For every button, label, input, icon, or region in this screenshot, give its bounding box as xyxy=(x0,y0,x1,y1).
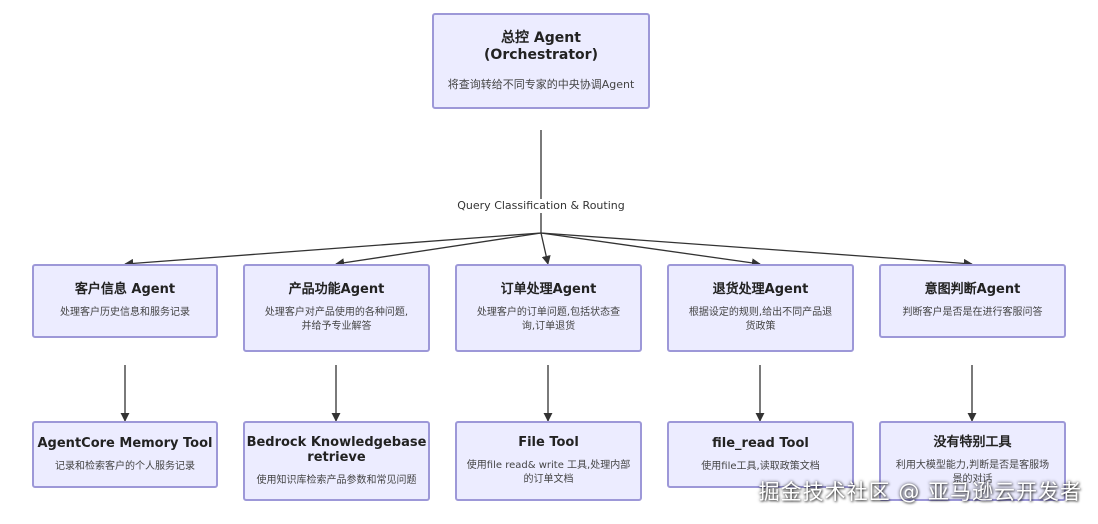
tool-desc: 记录和检索客户的个人服务记录 xyxy=(55,460,195,472)
routing-edge-label: Query Classification & Routing xyxy=(440,199,642,213)
orchestrator-desc: 将查询转给不同专家的中央协调Agent xyxy=(447,78,635,91)
agent-desc: 处理客户对产品使用的各种问题, 并给予专业解答 xyxy=(264,307,409,332)
tool-desc: 使用知识库检索产品参数和常见问题 xyxy=(256,474,417,486)
agent-title: 订单处理Agent xyxy=(500,282,597,297)
agent-node-customer-info: 客户信息 Agent 处理客户历史信息和服务记录 xyxy=(32,264,218,338)
tool-title: Bedrock Knowledgebase retrieve xyxy=(246,434,427,465)
routing-arrow-0 xyxy=(124,232,542,268)
tool-title: file_read Tool xyxy=(712,435,809,451)
agent-title: 产品功能Agent xyxy=(288,282,385,297)
agent-title: 退货处理Agent xyxy=(712,282,809,297)
routing-arrow-2 xyxy=(540,232,551,265)
agent-node-order: 订单处理Agent 处理客户的订单问题,包括状态查 询,订单退货 xyxy=(455,264,642,352)
routing-arrow-3 xyxy=(540,232,761,268)
agent-desc: 处理客户历史信息和服务记录 xyxy=(60,307,190,318)
tool-node-file-read: file_read Tool 使用file工具,读取政策文档 xyxy=(667,421,854,488)
orchestrator-title: 总控 Agent (Orchestrator) xyxy=(484,30,598,63)
tool-node-knowledgebase: Bedrock Knowledgebase retrieve 使用知识库检索产品… xyxy=(243,421,430,501)
routing-arrow-4 xyxy=(540,232,973,268)
tool-desc: 使用file read& write 工具,处理内部 的订单文档 xyxy=(466,460,631,485)
tool-desc: 利用大模型能力,判断是否是客服场 景的对话 xyxy=(895,460,1050,485)
tool-node-memory: AgentCore Memory Tool 记录和检索客户的个人服务记录 xyxy=(32,421,218,488)
routing-arrow-1 xyxy=(335,232,542,268)
agent-title: 意图判断Agent xyxy=(924,282,1021,297)
tool-title: 没有特别工具 xyxy=(933,435,1012,450)
tool-node-none: 没有特别工具 利用大模型能力,判断是否是客服场 景的对话 xyxy=(879,421,1066,501)
agent-node-product: 产品功能Agent 处理客户对产品使用的各种问题, 并给予专业解答 xyxy=(243,264,430,352)
tool-node-file: File Tool 使用file read& write 工具,处理内部 的订单… xyxy=(455,421,642,501)
tool-title: File Tool xyxy=(518,435,579,450)
agent-node-returns: 退货处理Agent 根据设定的规则,给出不同产品退 货政策 xyxy=(667,264,854,352)
tool-desc: 使用file工具,读取政策文档 xyxy=(701,460,820,472)
tool-title: AgentCore Memory Tool xyxy=(37,435,213,451)
agent-desc: 判断客户是否是在进行客服问答 xyxy=(902,307,1043,318)
agent-desc: 根据设定的规则,给出不同产品退 货政策 xyxy=(688,307,833,332)
orchestrator-node: 总控 Agent (Orchestrator) 将查询转给不同专家的中央协调Ag… xyxy=(432,13,650,109)
agent-desc: 处理客户的订单问题,包括状态查 询,订单退货 xyxy=(476,307,621,332)
agent-node-intent: 意图判断Agent 判断客户是否是在进行客服问答 xyxy=(879,264,1066,338)
watermark: 掘金技术社区 @ 亚马逊云开发者 xyxy=(758,480,1082,504)
agent-title: 客户信息 Agent xyxy=(74,282,176,297)
